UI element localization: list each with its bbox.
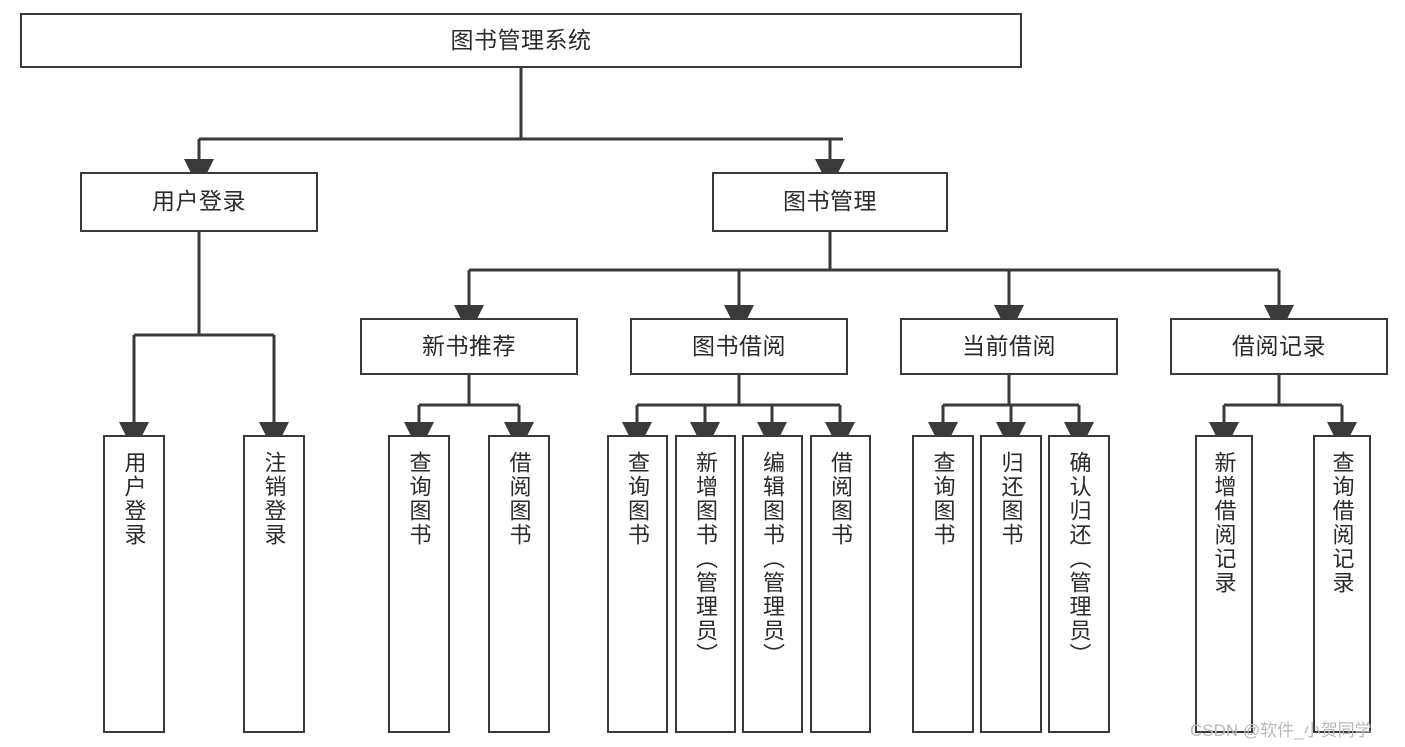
node-user-login-label: 用户登录 <box>152 188 246 215</box>
node-leaf-edit-book[interactable]: 编辑图书（管理员） <box>742 435 803 733</box>
node-new-book-recommend-label: 新书推荐 <box>422 332 516 359</box>
node-leaf-query-record-label: 查询借阅记录 <box>1329 451 1355 595</box>
csdn-watermark: CSDN @软件_小贺同学 <box>1190 721 1372 740</box>
node-leaf-query-book-current[interactable]: 查询图书 <box>912 435 974 733</box>
node-leaf-user-login-label: 用户登录 <box>121 451 147 547</box>
node-leaf-query-book-rec-label: 查询图书 <box>406 451 432 547</box>
node-leaf-borrow-book-rec-label: 借阅图书 <box>506 451 532 547</box>
node-current-borrow[interactable]: 当前借阅 <box>900 318 1118 375</box>
node-leaf-query-book-borrow[interactable]: 查询图书 <box>607 435 668 733</box>
node-current-borrow-label: 当前借阅 <box>962 332 1056 359</box>
node-leaf-query-book-rec[interactable]: 查询图书 <box>388 435 450 733</box>
node-leaf-query-book-current-label: 查询图书 <box>930 451 956 547</box>
node-leaf-confirm-return-label: 确认归还（管理员） <box>1066 451 1092 667</box>
node-leaf-return-book-label: 归还图书 <box>998 451 1024 547</box>
node-leaf-add-book-label: 新增图书（管理员） <box>693 451 719 667</box>
node-book-borrow[interactable]: 图书借阅 <box>630 318 848 375</box>
node-borrow-record[interactable]: 借阅记录 <box>1170 318 1388 375</box>
node-leaf-confirm-return[interactable]: 确认归还（管理员） <box>1048 435 1110 733</box>
node-root-label: 图书管理系统 <box>450 26 592 53</box>
node-leaf-user-logout-label: 注销登录 <box>261 451 287 547</box>
node-user-login[interactable]: 用户登录 <box>80 172 318 232</box>
node-leaf-edit-book-label: 编辑图书（管理员） <box>760 451 786 667</box>
node-book-borrow-label: 图书借阅 <box>692 332 786 359</box>
node-book-manage-label: 图书管理 <box>783 188 877 215</box>
node-leaf-user-login[interactable]: 用户登录 <box>103 435 165 733</box>
node-leaf-add-book[interactable]: 新增图书（管理员） <box>675 435 736 733</box>
node-leaf-borrow-book-label: 借阅图书 <box>828 451 854 547</box>
node-leaf-add-record[interactable]: 新增借阅记录 <box>1195 435 1253 733</box>
node-book-manage[interactable]: 图书管理 <box>712 172 948 232</box>
node-leaf-return-book[interactable]: 归还图书 <box>980 435 1042 733</box>
node-leaf-query-record[interactable]: 查询借阅记录 <box>1313 435 1371 733</box>
node-borrow-record-label: 借阅记录 <box>1232 332 1326 359</box>
node-leaf-borrow-book-rec[interactable]: 借阅图书 <box>488 435 550 733</box>
node-new-book-recommend[interactable]: 新书推荐 <box>360 318 578 375</box>
node-leaf-query-book-borrow-label: 查询图书 <box>625 451 651 547</box>
node-leaf-user-logout[interactable]: 注销登录 <box>243 435 305 733</box>
node-leaf-borrow-book[interactable]: 借阅图书 <box>810 435 871 733</box>
node-root[interactable]: 图书管理系统 <box>20 13 1022 68</box>
node-leaf-add-record-label: 新增借阅记录 <box>1211 451 1237 595</box>
